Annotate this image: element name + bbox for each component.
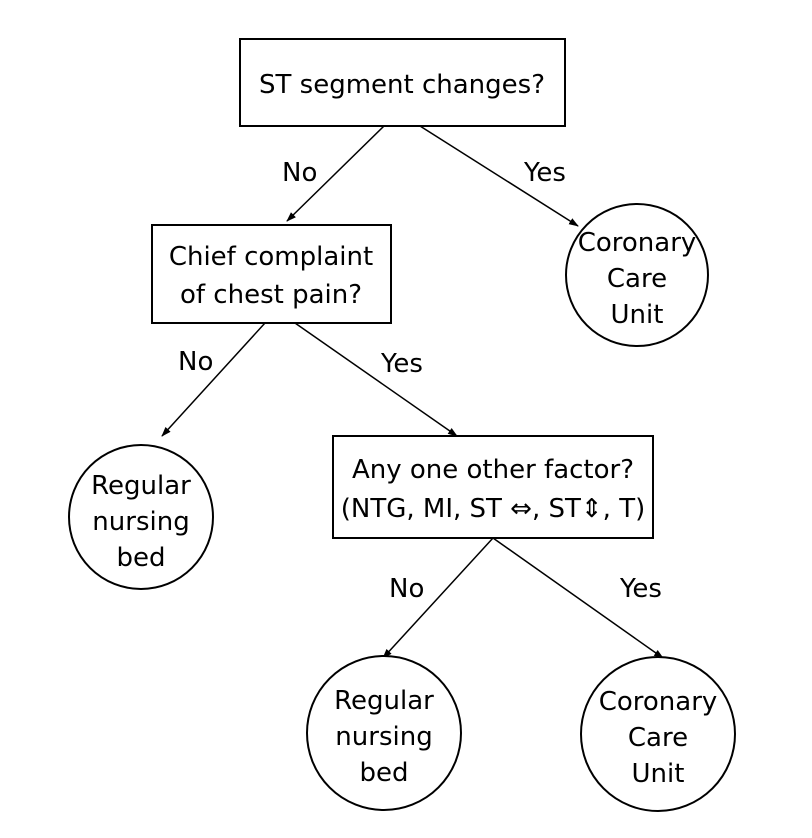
outcome-bed-1-line-3: bed (116, 543, 165, 573)
outcome-ccu-2-line-2: Care (628, 723, 688, 753)
edge-q2-no (161, 322, 266, 437)
edge-label-q3-yes: Yes (619, 574, 662, 604)
edge-label-q2-yes: Yes (380, 349, 423, 379)
outcome-bed-2-line-3: bed (359, 758, 408, 788)
edge-q1-no (286, 125, 385, 222)
edge-label-q3-no: No (389, 574, 424, 604)
edge-q2-yes (294, 322, 458, 437)
outcome-coronary-care-unit-1: Coronary Care Unit (565, 203, 709, 347)
decision-any-other-factor-line-1: Any one other factor? (352, 455, 634, 485)
outcome-bed-2-line-1: Regular (334, 686, 434, 716)
outcome-ccu-1-line-3: Unit (611, 300, 664, 330)
decision-any-other-factor: Any one other factor? (NTG, MI, ST ⇔, ST… (332, 435, 654, 539)
decision-chief-complaint-line-2: of chest pain? (180, 280, 362, 310)
outcome-ccu-2-line-3: Unit (632, 759, 685, 789)
outcome-ccu-2-line-1: Coronary (599, 687, 718, 717)
decision-chief-complaint-chest-pain: Chief complaint of chest pain? (151, 224, 392, 324)
outcome-coronary-care-unit-2: Coronary Care Unit (580, 656, 736, 812)
decision-chief-complaint-line-1: Chief complaint (169, 242, 373, 272)
outcome-bed-1-line-2: nursing (92, 507, 189, 537)
decision-st-segment-changes: ST segment changes? (239, 38, 566, 127)
outcome-regular-nursing-bed-2: Regular nursing bed (306, 655, 462, 811)
outcome-bed-2-line-2: nursing (335, 722, 432, 752)
edge-label-q2-no: No (178, 347, 213, 377)
decision-st-segment-changes-line-1: ST segment changes? (259, 70, 545, 100)
edge-q3-yes (492, 537, 664, 659)
outcome-bed-1-line-1: Regular (91, 471, 191, 501)
edge-q1-yes (419, 125, 579, 227)
edge-label-q1-no: No (282, 158, 317, 188)
outcome-ccu-1-line-2: Care (607, 264, 667, 294)
decision-any-other-factor-line-2: (NTG, MI, ST ⇔, ST⇕, T) (341, 494, 645, 524)
edge-q3-no (382, 537, 494, 659)
edge-label-q1-yes: Yes (523, 158, 566, 188)
outcome-regular-nursing-bed-1: Regular nursing bed (68, 444, 214, 590)
outcome-ccu-1-line-1: Coronary (578, 228, 697, 258)
